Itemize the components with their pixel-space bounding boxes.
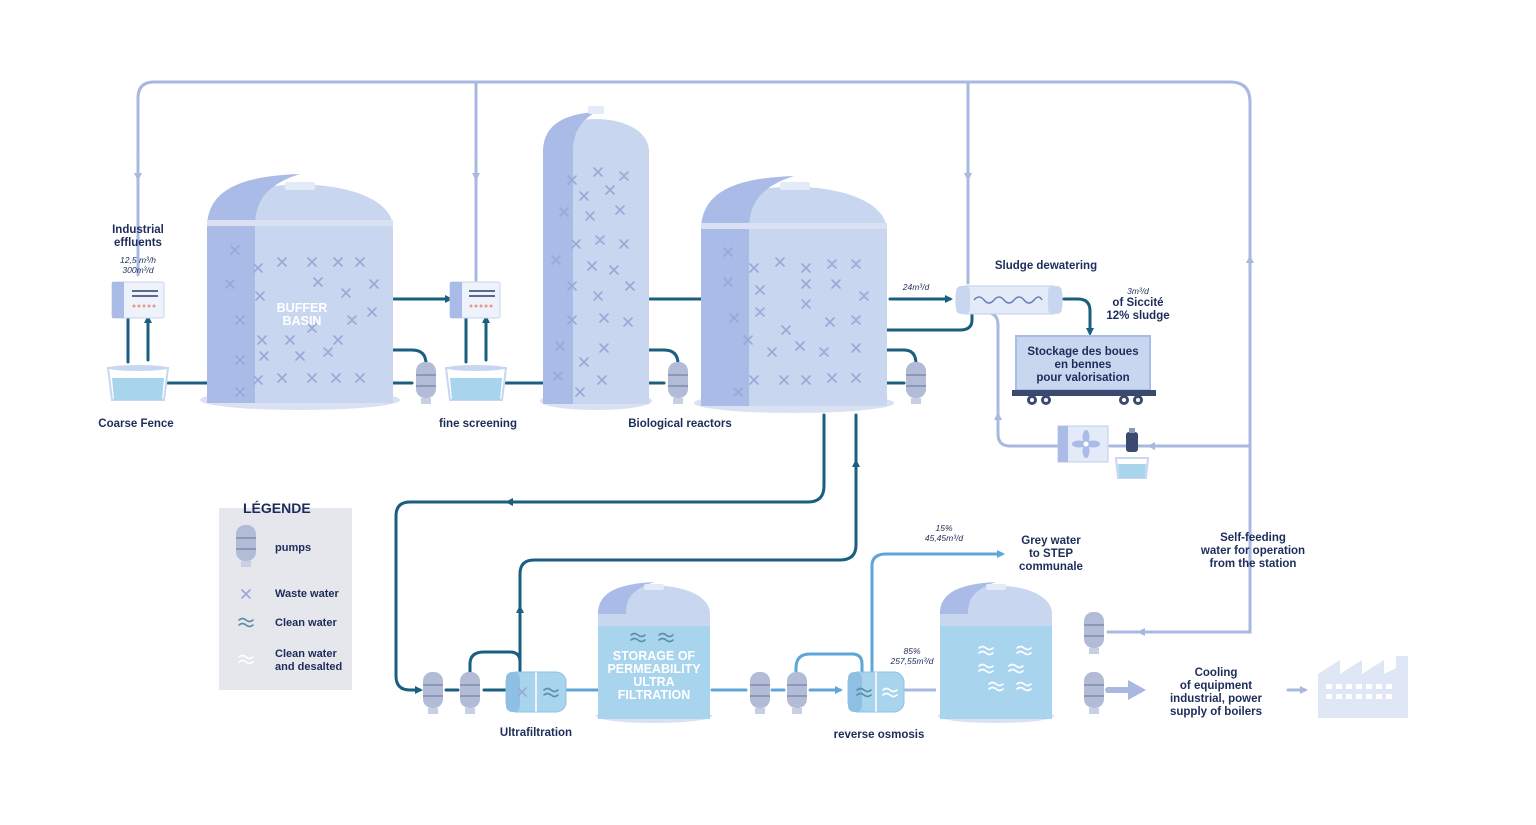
bio-pump-1 — [668, 362, 688, 404]
fine-screening-basin — [444, 365, 508, 401]
ultrafiltration-label: Ultrafiltration — [499, 727, 573, 739]
fine-screening-control-box — [449, 281, 501, 319]
fan-unit — [1057, 425, 1109, 463]
cooling-arrow — [1128, 680, 1146, 700]
uf-feed-pump-2 — [460, 672, 480, 714]
ultrafiltration-unit — [505, 671, 567, 713]
treated-pipes — [564, 550, 1005, 694]
bio-pump-2 — [906, 362, 926, 404]
uf-storage-tank — [596, 582, 712, 723]
recirculation-pipes — [134, 80, 1308, 694]
dosing-unit — [1114, 428, 1150, 479]
sludge-dewatering-unit — [955, 285, 1063, 315]
legend-pumps-label: pumps — [275, 542, 312, 554]
biological-reactor-big — [694, 176, 894, 413]
effluent-control-box — [111, 281, 165, 319]
legend-title: LÉGENDE — [243, 500, 311, 516]
biological-reactor-tall — [540, 106, 652, 410]
biological-reactors-label: Biological reactors — [628, 418, 732, 430]
sludge-flow-rate: 24m³/d — [902, 282, 930, 292]
ro-feed-pump-1 — [750, 672, 770, 714]
ro-rate: 85%257,55m³/d — [890, 646, 934, 666]
fine-screening-label: fine screening — [439, 418, 517, 430]
selffeed-pump — [1084, 612, 1104, 654]
sludge-dewatering-label: Sludge dewatering — [994, 260, 1098, 272]
reverse-osmosis-label: reverse osmosis — [833, 729, 925, 741]
uf-feed-pump-1 — [423, 672, 443, 714]
cooling-pump — [1084, 672, 1104, 714]
legend-clean-label: Clean water — [275, 617, 337, 629]
reverse-osmosis-unit — [847, 671, 905, 713]
siccite-rate: 3m³/d — [1127, 286, 1149, 296]
coarse-fence-basin — [106, 365, 170, 401]
factory-icon — [1318, 656, 1408, 718]
legend-waste-label: Waste water — [275, 588, 339, 600]
buffer-pump — [416, 362, 436, 404]
sludge-storage-bin — [1012, 335, 1156, 405]
ro-feed-pump-2 — [787, 672, 807, 714]
buffer-basin-tank — [200, 174, 400, 410]
legend-box — [219, 508, 352, 690]
desalted-water-tank — [938, 582, 1054, 723]
coarse-fence-label: Coarse Fence — [98, 418, 174, 430]
grey-water-rate: 15%45,45m³/d — [924, 523, 964, 543]
